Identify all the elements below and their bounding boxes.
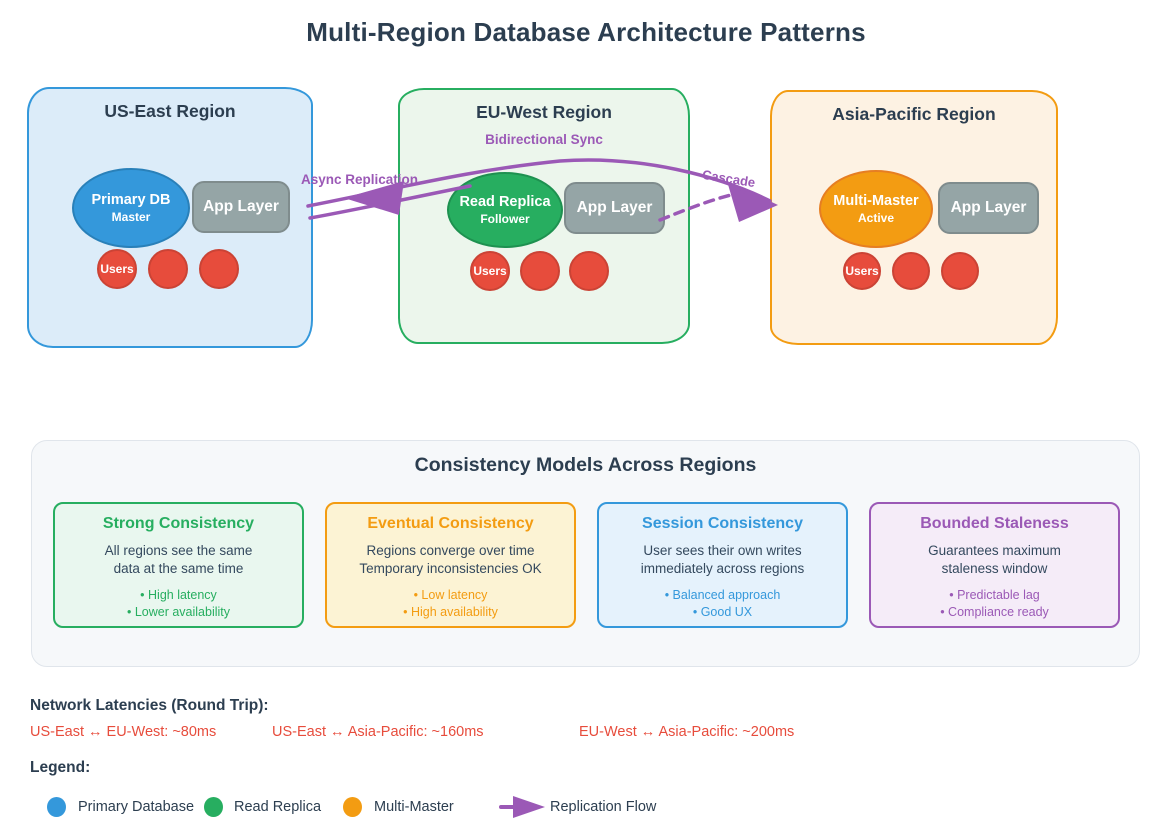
users-label: Users bbox=[100, 262, 134, 276]
legend-title: Legend: bbox=[30, 759, 91, 776]
card-bounded-staleness: Bounded Staleness Guarantees maximum sta… bbox=[869, 502, 1120, 628]
card-bullets: • Predictable lag • Compliance ready bbox=[940, 588, 1049, 619]
card-description: User sees their own writes immediately a… bbox=[640, 543, 805, 576]
db-node-label: Read Replica bbox=[459, 193, 551, 210]
multi-master-node: Multi-Master Active bbox=[819, 170, 933, 248]
users-node: Users bbox=[470, 251, 510, 291]
bidirectional-sync-label: Bidirectional Sync bbox=[485, 132, 603, 147]
legend-label-primary-database: Primary Database bbox=[78, 799, 195, 815]
multi-master-dot-icon bbox=[343, 797, 362, 817]
users-node bbox=[569, 251, 609, 291]
card-title: Session Consistency bbox=[642, 515, 803, 532]
region-title-asia-pacific: Asia-Pacific Region bbox=[832, 104, 996, 124]
db-node-sublabel: Master bbox=[111, 209, 151, 224]
legend-label-multi-master: Multi-Master bbox=[374, 799, 454, 815]
legend-label-replication-flow: Replication Flow bbox=[550, 799, 657, 815]
users-label: Users bbox=[473, 264, 507, 278]
app-layer-node: App Layer bbox=[192, 181, 290, 233]
card-description: All regions see the same data at the sam… bbox=[104, 543, 253, 576]
region-box-eu-west: EU-West Region Bidirectional Sync Read R… bbox=[398, 88, 690, 344]
read-replica-dot-icon bbox=[204, 797, 223, 817]
region-box-us-east: US-East Region Primary DB Master App Lay… bbox=[27, 87, 313, 348]
card-title: Strong Consistency bbox=[102, 515, 255, 532]
region-box-asia-pacific: Asia-Pacific Region Multi-Master Active … bbox=[770, 90, 1058, 345]
consistency-panel: Consistency Models Across Regions Strong… bbox=[31, 440, 1140, 667]
users-node bbox=[941, 252, 979, 290]
page-title: Multi-Region Database Architecture Patte… bbox=[306, 17, 866, 47]
card-session-consistency: Session Consistency User sees their own … bbox=[597, 502, 848, 628]
region-title-eu-west: EU-West Region bbox=[476, 102, 612, 122]
latency-us-eu: US-East ↔ EU-West: ~80ms bbox=[30, 724, 217, 740]
legend-label-read-replica: Read Replica bbox=[234, 799, 322, 815]
card-bullets: • Balanced approach • Good UX bbox=[664, 588, 781, 619]
consistency-cards-row: Strong Consistency All regions see the s… bbox=[53, 502, 1120, 628]
db-node-label: Multi-Master bbox=[833, 192, 919, 209]
users-node: Users bbox=[843, 252, 881, 290]
card-eventual-consistency: Eventual Consistency Regions converge ov… bbox=[325, 502, 576, 628]
users-label: Users bbox=[845, 264, 879, 278]
latency-us-asia: US-East ↔ Asia-Pacific: ~160ms bbox=[272, 724, 484, 740]
db-node-sublabel: Follower bbox=[480, 211, 530, 226]
primary-database-dot-icon bbox=[47, 797, 66, 817]
card-description: Guarantees maximum staleness window bbox=[928, 543, 1061, 576]
users-node bbox=[148, 249, 188, 289]
users-node bbox=[199, 249, 239, 289]
async-replication-label: Async Replication bbox=[301, 172, 419, 187]
card-bullets: • High latency • Lower availability bbox=[126, 588, 231, 619]
region-title-us-east: US-East Region bbox=[104, 101, 236, 121]
card-description: Regions converge over time Temporary inc… bbox=[359, 543, 542, 576]
latency-eu-asia: EU-West ↔ Asia-Pacific: ~200ms bbox=[579, 724, 795, 740]
app-layer-node: App Layer bbox=[938, 182, 1039, 234]
card-bullets: • Low latency • High availability bbox=[403, 588, 498, 619]
db-node-sublabel: Active bbox=[857, 210, 895, 225]
network-latencies-title: Network Latencies (Round Trip): bbox=[30, 697, 269, 714]
card-title: Eventual Consistency bbox=[367, 515, 534, 532]
replication-flow-arrow-icon bbox=[499, 796, 545, 818]
card-strong-consistency: Strong Consistency All regions see the s… bbox=[53, 502, 304, 628]
read-replica-node: Read Replica Follower bbox=[447, 172, 563, 248]
users-node bbox=[520, 251, 560, 291]
users-node bbox=[892, 252, 930, 290]
app-layer-node: App Layer bbox=[564, 182, 665, 234]
users-node: Users bbox=[97, 249, 137, 289]
primary-db-node: Primary DB Master bbox=[72, 168, 190, 248]
card-title: Bounded Staleness bbox=[920, 515, 1069, 532]
cascade-label: Cascade bbox=[701, 166, 757, 191]
db-node-label: Primary DB bbox=[91, 191, 171, 208]
consistency-panel-title: Consistency Models Across Regions bbox=[414, 454, 757, 476]
